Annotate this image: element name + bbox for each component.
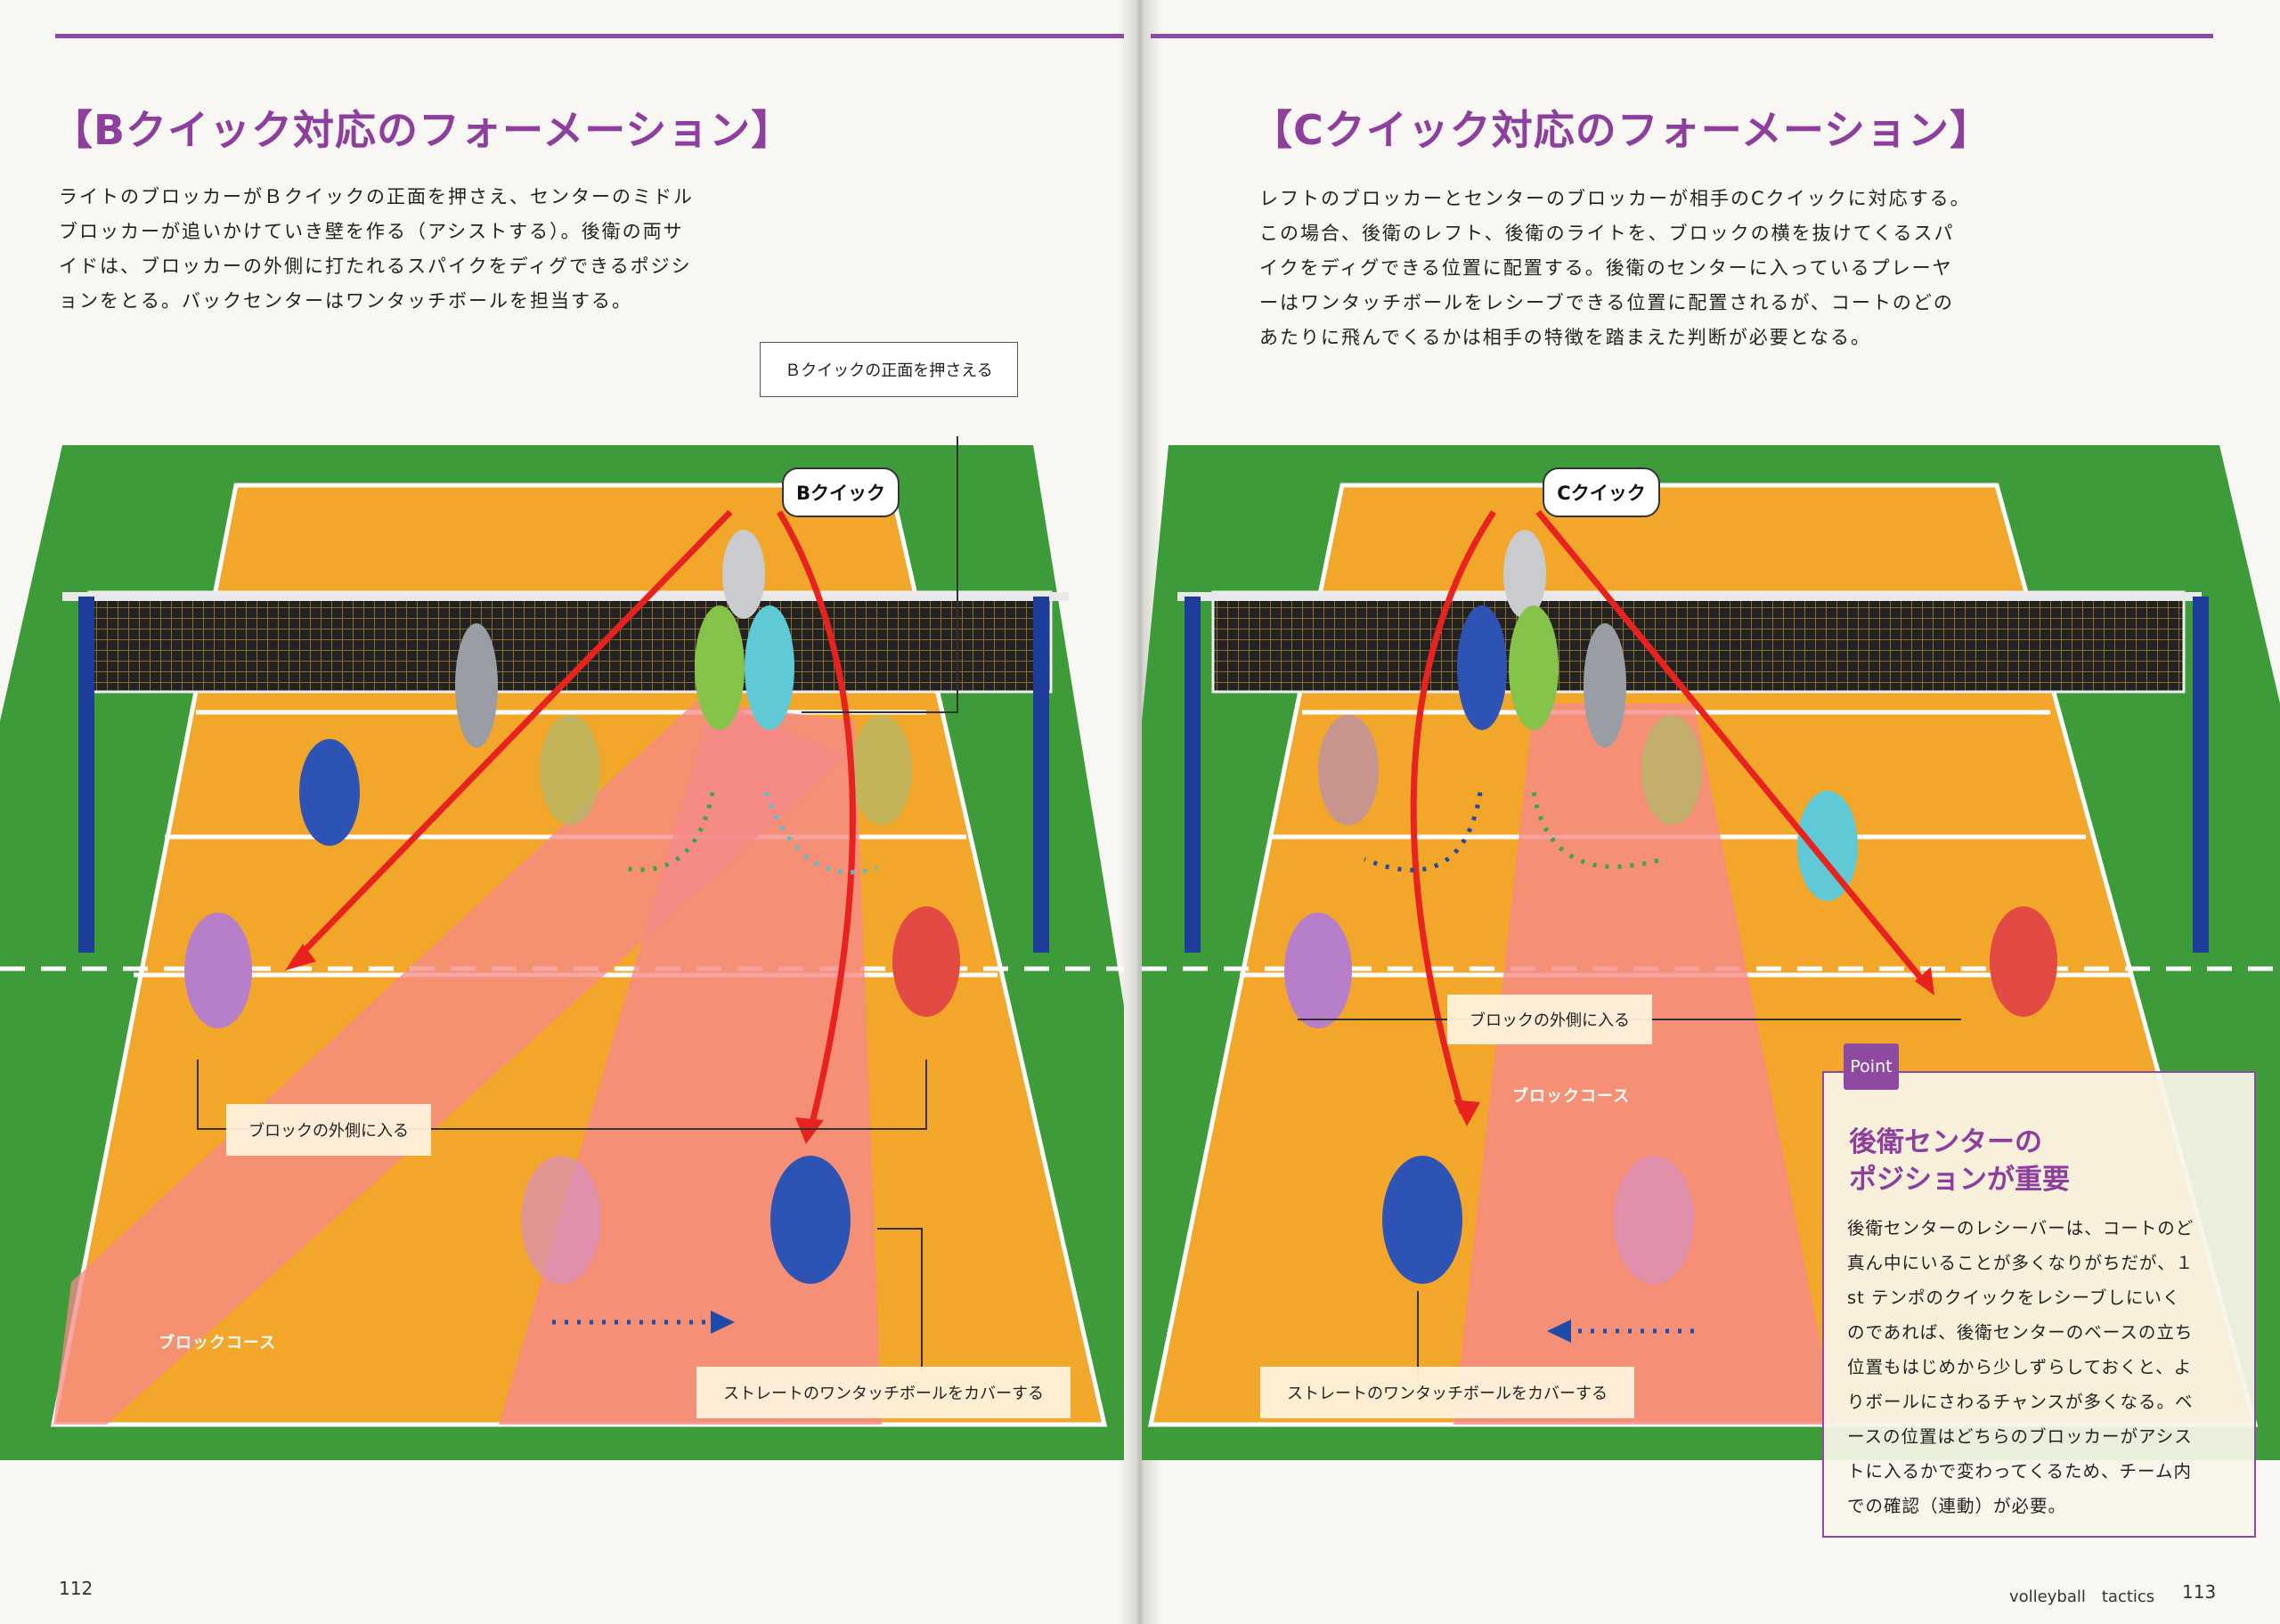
right-callout-block-outside: ブロックの外側に入る xyxy=(1447,995,1652,1044)
arrowhead-straight xyxy=(795,1117,824,1144)
left-heading: 【Bクイック対応のフォーメーション】 xyxy=(52,106,794,154)
right-spike-arrows xyxy=(1410,509,1928,1114)
point-body-line: のであれば、後衛センターのベースの立ち xyxy=(1847,1322,2194,1343)
player-blue-back-center xyxy=(770,1156,851,1284)
right-label-block-course: ブロックコース xyxy=(1512,1087,1631,1106)
point-body-line: st テンポのクイックをレシーブしにいく xyxy=(1847,1287,2181,1308)
right-body-line: この場合、後衛のレフト、後衛のライトを、ブロックの横を抜けてくるスパ xyxy=(1259,223,1955,244)
player-blocker-green xyxy=(695,605,745,730)
left-body-line: ライトのブロッカーがＢクイックの正面を押さえ、センターのミドル xyxy=(59,186,694,207)
point-title: 後衛センターの ポジションが重要 xyxy=(1849,1124,2070,1198)
point-body-line: トに入るかで変わってくるため、チーム内 xyxy=(1847,1461,2192,1482)
player-opponent-gray xyxy=(1584,623,1626,748)
right-page-number: 113 xyxy=(2182,1581,2217,1603)
left-court-diagram xyxy=(0,436,1124,1460)
arrow-straight xyxy=(776,510,856,1132)
player-blocker-blue xyxy=(1457,605,1507,730)
right-body-line: イクをディグできる位置に配置する。後衛のセンターに入っているプレーヤ xyxy=(1259,257,1953,279)
arrowhead-straight xyxy=(1454,1100,1480,1126)
left-dotted-blue-head xyxy=(711,1311,735,1334)
player-cyan-right xyxy=(1797,791,1858,901)
right-net-post-right xyxy=(2193,597,2209,953)
player-opponent-gray xyxy=(455,623,498,748)
right-net-band xyxy=(1177,592,2202,601)
point-body: 後衛センターのレシーバーは、コートのど 真ん中にいることが多くなりがちだが、１ … xyxy=(1847,1211,2194,1523)
player-ghost-right xyxy=(1641,715,1702,825)
player-ghost-left xyxy=(1318,715,1379,825)
arrow-cross xyxy=(291,509,733,964)
right-heading: 【Cクイック対応のフォーメーション】 xyxy=(1251,106,1991,154)
player-setter xyxy=(1503,530,1546,619)
left-players xyxy=(184,530,960,1284)
player-purple-back xyxy=(1284,913,1352,1028)
right-dotted-blue-head xyxy=(1547,1320,1571,1343)
arrowhead-cross xyxy=(1915,967,1934,995)
point-body-line: ースの位置はどちらのブロッカーがアシス xyxy=(1847,1426,2193,1447)
left-leader-top xyxy=(802,436,958,713)
player-red-back xyxy=(1990,906,2057,1017)
right-body-text: レフトのブロッカーとセンターのブロッカーが相手のCクイックに対応する。 この場合… xyxy=(1259,182,1971,355)
player-blocker-cyan xyxy=(745,605,794,730)
right-header-rule xyxy=(1151,34,2213,38)
right-players xyxy=(1284,530,2057,1284)
left-body-text: ライトのブロッカーがＢクイックの正面を押さえ、センターのミドル ブロッカーが追い… xyxy=(59,180,694,319)
player-ghost-center xyxy=(1614,1156,1694,1284)
player-purple-back xyxy=(184,913,252,1028)
arrow-straight xyxy=(1410,510,1496,1114)
right-net-post-left xyxy=(1185,597,1201,953)
left-net-post-left xyxy=(78,597,94,953)
point-body-line: 後衛センターのレシーバーは、コートのど xyxy=(1847,1218,2194,1238)
left-callout-quick-front: Ｂクイックの正面を押さえる xyxy=(760,342,1018,397)
left-spike-arrows xyxy=(291,509,856,1132)
point-tag: Point xyxy=(1844,1043,1899,1090)
left-net-post-right xyxy=(1033,597,1049,953)
left-header-rule xyxy=(55,34,1124,38)
left-bubble-b-quick: Bクイック xyxy=(782,467,900,517)
left-block-zone-cross xyxy=(53,694,846,1425)
left-body-line: ョンをとる。バックセンターはワンタッチボールを担当する。 xyxy=(59,290,632,312)
point-box xyxy=(1822,1071,2256,1538)
right-body-line: あたりに飛んでくるかは相手の特徴を踏まえた判断が必要となる。 xyxy=(1259,327,1872,348)
player-ghost-center xyxy=(521,1156,601,1284)
player-blocker-green xyxy=(1509,605,1559,730)
left-leader-straight xyxy=(877,1228,923,1371)
right-block-zone xyxy=(1454,703,1836,1425)
right-footer-text: volleyball tactics xyxy=(2009,1587,2155,1606)
point-title-line: ポジションが重要 xyxy=(1849,1164,2070,1196)
point-body-line: での確認（連動）が必要。 xyxy=(1847,1496,2067,1516)
point-body-line: 真ん中にいることが多くなりがちだが、１ xyxy=(1847,1253,2194,1273)
arrow-cross xyxy=(1535,509,1928,987)
right-net-mesh xyxy=(1211,590,2186,694)
left-callout-straight-cover: ストレートのワンタッチボールをカバーする xyxy=(696,1367,1071,1418)
player-blue-left xyxy=(299,739,360,846)
left-label-block-course: ブロックコース xyxy=(159,1334,277,1352)
player-ghost-right xyxy=(851,715,912,825)
arrowhead-cross xyxy=(285,944,316,970)
left-court-boundary xyxy=(50,483,1108,1427)
player-setter xyxy=(722,530,765,619)
player-ghost-left xyxy=(540,715,600,825)
point-body-line: 位置もはじめから少しずらしておくと、よ xyxy=(1847,1357,2193,1377)
point-title-line: 後衛センターの xyxy=(1849,1126,2042,1158)
left-page-number: 112 xyxy=(59,1578,94,1599)
left-callout-block-outside: ブロックの外側に入る xyxy=(226,1104,431,1156)
right-body-line: レフトのブロッカーとセンターのブロッカーが相手のCクイックに対応する。 xyxy=(1259,188,1971,209)
left-body-line: ブロッカーが追いかけていき壁を作る（アシストする）。後衛の両サ xyxy=(59,221,684,242)
right-callout-straight-cover: ストレートのワンタッチボールをカバーする xyxy=(1260,1367,1634,1418)
point-body-line: りボールにさわるチャンスが多くなる。ベ xyxy=(1847,1392,2194,1412)
player-blue-back-center xyxy=(1382,1156,1462,1284)
left-body-line: イドは、ブロッカーの外側に打たれるスパイクをディグできるポジシ xyxy=(59,256,692,277)
left-leader-outside xyxy=(197,1060,927,1130)
right-body-line: ーはワンタッチボールをレシーブできる位置に配置されるが、コートのどの xyxy=(1259,292,1954,313)
player-red-back xyxy=(892,906,960,1017)
left-net-band xyxy=(62,592,1069,601)
right-dotted-blue xyxy=(1364,792,1483,873)
right-bubble-c-quick: Cクイック xyxy=(1543,467,1660,517)
